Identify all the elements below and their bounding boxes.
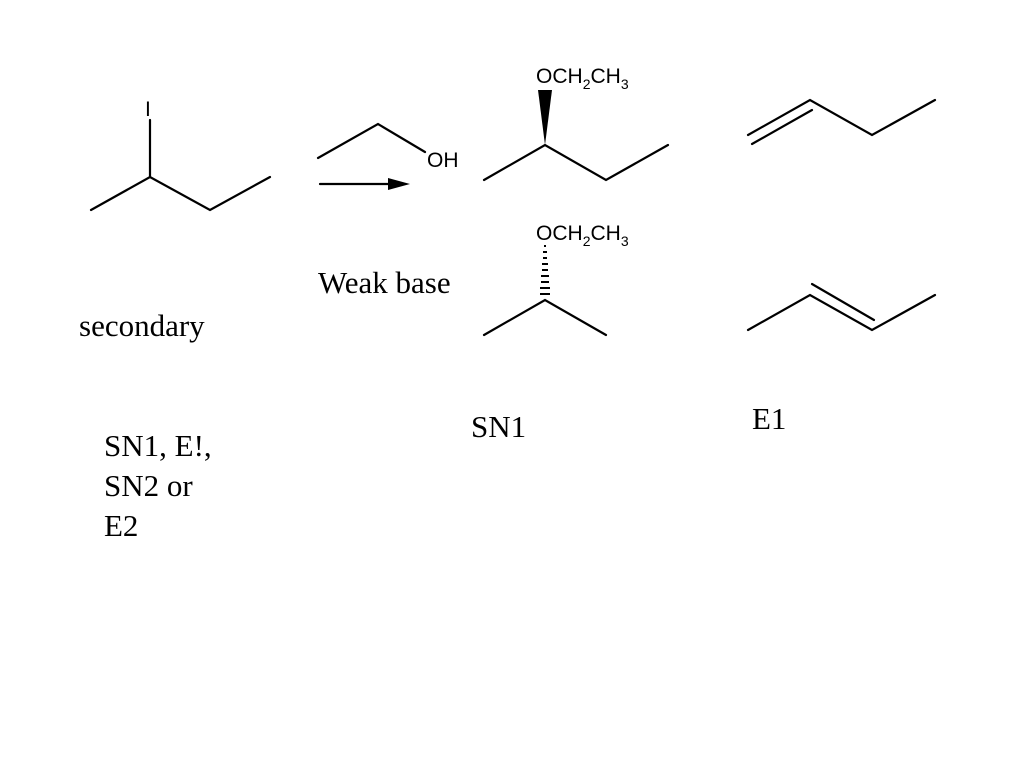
product-ether-wedge: OCH2CH3 — [482, 65, 670, 182]
product-ether-hash: OCH2CH3 — [482, 222, 629, 337]
reagent-ethanol: OH — [316, 122, 459, 172]
substrate-class-label: secondary — [79, 308, 205, 343]
carbon-chain — [89, 175, 272, 212]
hashed-wedge-bond — [540, 245, 550, 295]
product-2-butene — [746, 282, 937, 332]
question-line-3: E2 — [104, 508, 139, 543]
hydroxyl-group: OH — [427, 149, 459, 172]
product-1-butene — [746, 98, 937, 146]
wedge-bond — [538, 90, 552, 145]
ethoxy-group: OCH2CH3 — [536, 65, 629, 92]
carbon-chain — [746, 98, 937, 137]
substrate-2-iodobutane: I — [89, 98, 272, 212]
question-line-2: SN2 or — [104, 468, 193, 503]
iodine-atom: I — [145, 98, 151, 121]
ethoxy-group: OCH2CH3 — [536, 222, 629, 249]
carbon-chain — [746, 293, 937, 332]
carbon-chain — [316, 122, 427, 160]
mechanism-label-sn1: SN1 — [471, 409, 527, 444]
double-bond-inner — [750, 108, 814, 146]
carbon-chain — [482, 298, 608, 337]
question-line-1: SN1, E!, — [104, 428, 212, 463]
mechanism-label-e1: E1 — [752, 401, 787, 436]
reagent-condition-label: Weak base — [318, 265, 451, 300]
carbon-chain — [482, 143, 670, 182]
double-bond-inner — [810, 282, 876, 322]
arrow-head — [388, 178, 410, 190]
reaction-arrow — [318, 178, 410, 190]
